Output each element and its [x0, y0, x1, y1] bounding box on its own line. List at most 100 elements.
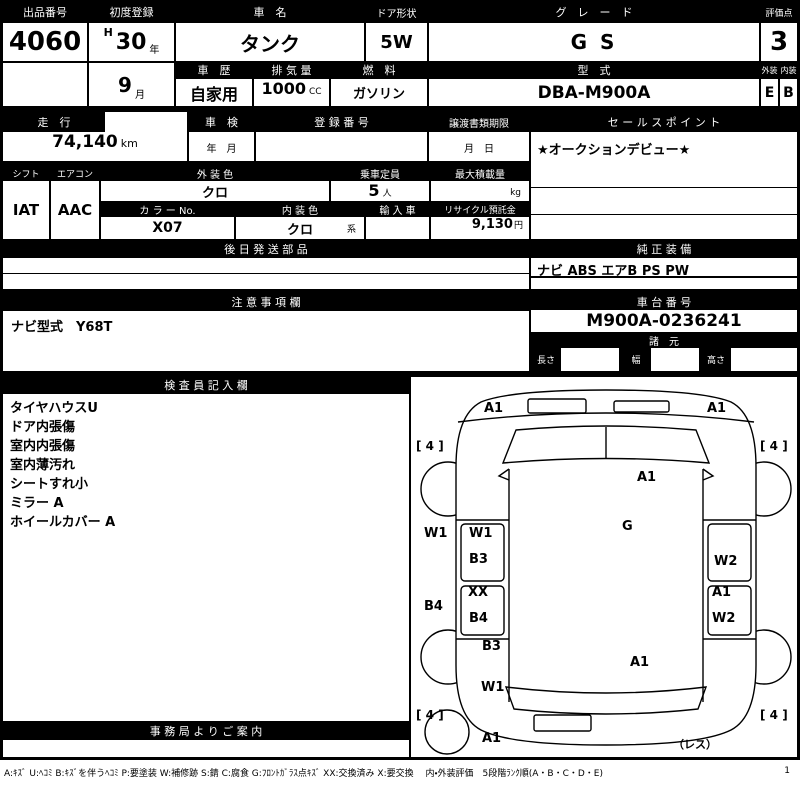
import-car-cell: [365, 216, 430, 240]
capacity-label: 乗車定員: [330, 166, 430, 180]
capacity-value: 5: [368, 181, 380, 200]
mileage-value: 74,140: [52, 132, 118, 152]
displacement-label: 排 気 量: [253, 62, 330, 78]
capacity-unit: 人: [382, 189, 392, 199]
recycle-fee-cell: 9,130 円: [430, 216, 530, 240]
spec-height-label: 高さ: [701, 348, 731, 371]
spec-length-cell: 長さ: [530, 347, 620, 372]
inspection-date-label: 車 検: [189, 112, 254, 132]
shift-value: IAT: [2, 180, 50, 240]
inspector-note-4: 室内薄汚れ: [10, 458, 76, 473]
interior-color-label: 内 装 色: [235, 202, 365, 216]
sales-point-label: セ ー ル ス ポ イ ン ト: [531, 112, 797, 132]
front-plate: [527, 398, 587, 414]
damage-label-front-right: A1: [707, 401, 727, 416]
rear-window: [504, 686, 708, 715]
tire-depth-front-left: [ 4 ]: [416, 439, 444, 453]
equipment-label: 純 正 装 備: [530, 240, 798, 257]
mileage-label: 走 行: [3, 112, 105, 132]
separator-3: [2, 290, 798, 294]
shift-label: シフト: [2, 166, 50, 180]
footer-legend-row: A:ｷｽﾞ U:ﾍｺﾐ B:ｷｽﾞを伴うﾍｺﾐ P:要塗装 W:補修跡 S:錆 …: [2, 764, 798, 779]
auction-no-value: 4060: [2, 22, 88, 62]
capacity-cell: 5 人: [330, 180, 430, 202]
damage-label-left-door-rear-2: B4: [469, 611, 488, 626]
history-label: 車 歴: [175, 62, 253, 78]
score-value: 3: [760, 22, 798, 62]
inspector-note-2: ドア内張傷: [10, 420, 76, 435]
damage-label-glass: G: [622, 519, 633, 534]
damage-label-left-door-front: W1: [469, 526, 493, 541]
displacement-cell: 1000 CC: [253, 78, 330, 107]
tire-depth-front-right: [ 4 ]: [760, 439, 788, 453]
interior-color-value: クロ: [286, 222, 313, 238]
score-label: 評価点: [760, 2, 798, 22]
grade-value: G S: [428, 22, 760, 62]
spec-height-cell: 高さ: [700, 347, 798, 372]
interior-color-suffix: 系: [346, 225, 356, 235]
sheet-border: [0, 0, 800, 760]
inspection-date-value: 年 月: [206, 144, 237, 155]
spare-tire: [424, 709, 470, 755]
car-name-label: 車 名: [175, 2, 365, 22]
transfer-deadline-label: 譲渡書類期限: [429, 112, 529, 132]
sales-point-value: ★オークションデビュー★: [537, 143, 691, 158]
front-bumper-line: [457, 412, 755, 423]
recycle-fee-unit: 円: [513, 221, 523, 231]
damage-label-rear: A1: [630, 655, 650, 670]
first-reg-month-unit: 月: [134, 90, 145, 101]
damage-label-left-sill-rear: B4: [424, 599, 443, 614]
transfer-deadline-cell: 譲渡書類期限 月 日: [428, 111, 530, 162]
inspector-note-6: ミラー A: [10, 496, 64, 511]
max-load-unit: kg: [510, 188, 521, 198]
later-parts-area: [2, 257, 530, 290]
mirror-left: [497, 468, 510, 481]
door-left-front: [460, 523, 505, 582]
first-reg-year: 30: [115, 29, 147, 55]
max-load-cell: kg: [430, 180, 530, 202]
registration-no-label: 登 録 番 号: [256, 112, 427, 132]
spec-length-label: 長さ: [531, 348, 561, 371]
door-shape-value: 5W: [365, 22, 428, 62]
color-no-value: X07: [100, 216, 235, 240]
damage-label-rear-bumper: A1: [482, 731, 502, 746]
separator-2: [2, 162, 530, 166]
sales-point-cell: セ ー ル ス ポ イ ン ト ★オークションデビュー★: [530, 111, 798, 240]
first-reg-year-cell: H 30 年: [88, 22, 175, 62]
door-right-rear: [707, 585, 752, 636]
aircon-label: エアコン: [50, 166, 100, 180]
aircon-value: AAC: [50, 180, 100, 240]
damage-label-left-door-rear: XX: [468, 585, 489, 600]
door-left-rear: [460, 585, 505, 636]
windshield: [501, 425, 711, 464]
equipment-cell: ナビ ABS エアB PS PW: [530, 257, 798, 279]
first-reg-month: 9: [118, 72, 132, 97]
caution-area: ナビ型式 Y68T: [2, 310, 530, 372]
chassis-no-value: M900A-0236241: [530, 309, 798, 333]
inspection-date-cell: 車 検 年 月: [188, 111, 255, 162]
later-parts-divider: [3, 273, 529, 274]
damage-label-windshield: A1: [637, 470, 657, 485]
spare-tire-note: （レス）: [673, 738, 717, 751]
registration-no-cell: 登 録 番 号: [255, 111, 428, 162]
inspector-notes-area: タイヤハウスU ドア内張傷 室内内張傷 室内薄汚れ シートすれ小 ミラー A ホ…: [2, 393, 410, 722]
color-no-label: カ ラ ー No.: [100, 202, 235, 216]
separator-1: [2, 107, 798, 111]
exterior-score-value: E: [760, 78, 779, 107]
inspector-note-1: タイヤハウスU: [10, 401, 98, 416]
spec-width-label: 幅: [621, 348, 651, 371]
damage-label-right-door-rear-2: W2: [712, 611, 736, 626]
mileage-unit: km: [120, 137, 138, 150]
displacement-value: 1000: [261, 79, 306, 98]
door-shape-label: ドア形状: [365, 2, 428, 22]
office-info-area: [2, 739, 410, 758]
damage-label-left-quarter: B3: [482, 639, 501, 654]
door-right-front: [707, 523, 752, 582]
mirror-right: [702, 468, 715, 481]
fuel-label: 燃 料: [330, 62, 428, 78]
exterior-color-label: 外 装 色: [100, 166, 330, 180]
history-value: 自家用: [175, 78, 253, 107]
model-code-label: 型 式: [428, 62, 760, 78]
recycle-fee-label: リサイクル預託金: [430, 202, 530, 216]
